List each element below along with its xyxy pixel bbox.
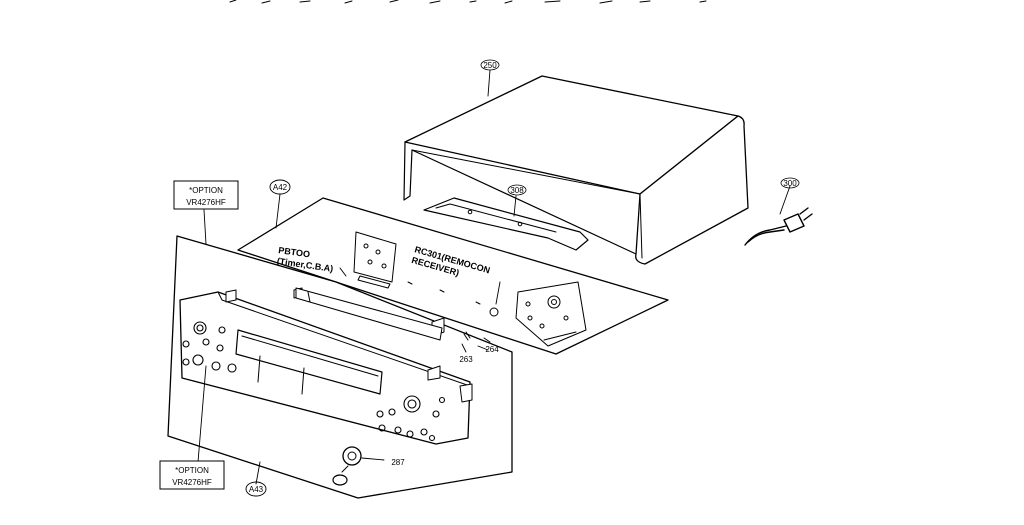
knob [332,446,362,486]
main-chassis [237,197,669,355]
leader-lines [197,69,791,485]
part-263-label: 263 [459,355,473,364]
option-note-top: *OPTION VR4276HF [173,180,239,210]
cabinet-cover [403,75,749,265]
svg-text:308: 308 [510,186,524,195]
svg-text:VR4276HF: VR4276HF [172,478,212,487]
part-a43-label: A43 [245,481,267,497]
part-300-label: 300 [780,177,800,189]
svg-text:A43: A43 [249,485,264,494]
scan-artifact [229,0,707,4]
svg-text:*OPTION: *OPTION [189,186,223,195]
part-250-label: 250 [480,59,500,71]
svg-text:287: 287 [391,458,405,467]
part-264-label: 264 [485,345,499,354]
part-a42-label: A42 [269,179,291,195]
svg-text:300: 300 [783,179,797,188]
front-bezel [179,287,473,445]
svg-text:PBTOO: PBTOO [278,245,311,259]
svg-text:264: 264 [485,345,499,354]
part-308-label: 308 [507,184,527,196]
option-note-bottom: *OPTION VR4276HF [159,460,225,490]
svg-text:263: 263 [459,355,473,364]
power-cord [744,207,813,246]
bracket [423,197,589,251]
svg-text:250: 250 [483,61,497,70]
part-287-label: 287 [391,458,405,467]
svg-text:VR4276HF: VR4276HF [186,198,226,207]
svg-text:*OPTION: *OPTION [175,466,209,475]
svg-text:A42: A42 [273,183,288,192]
fasteners [463,331,491,343]
